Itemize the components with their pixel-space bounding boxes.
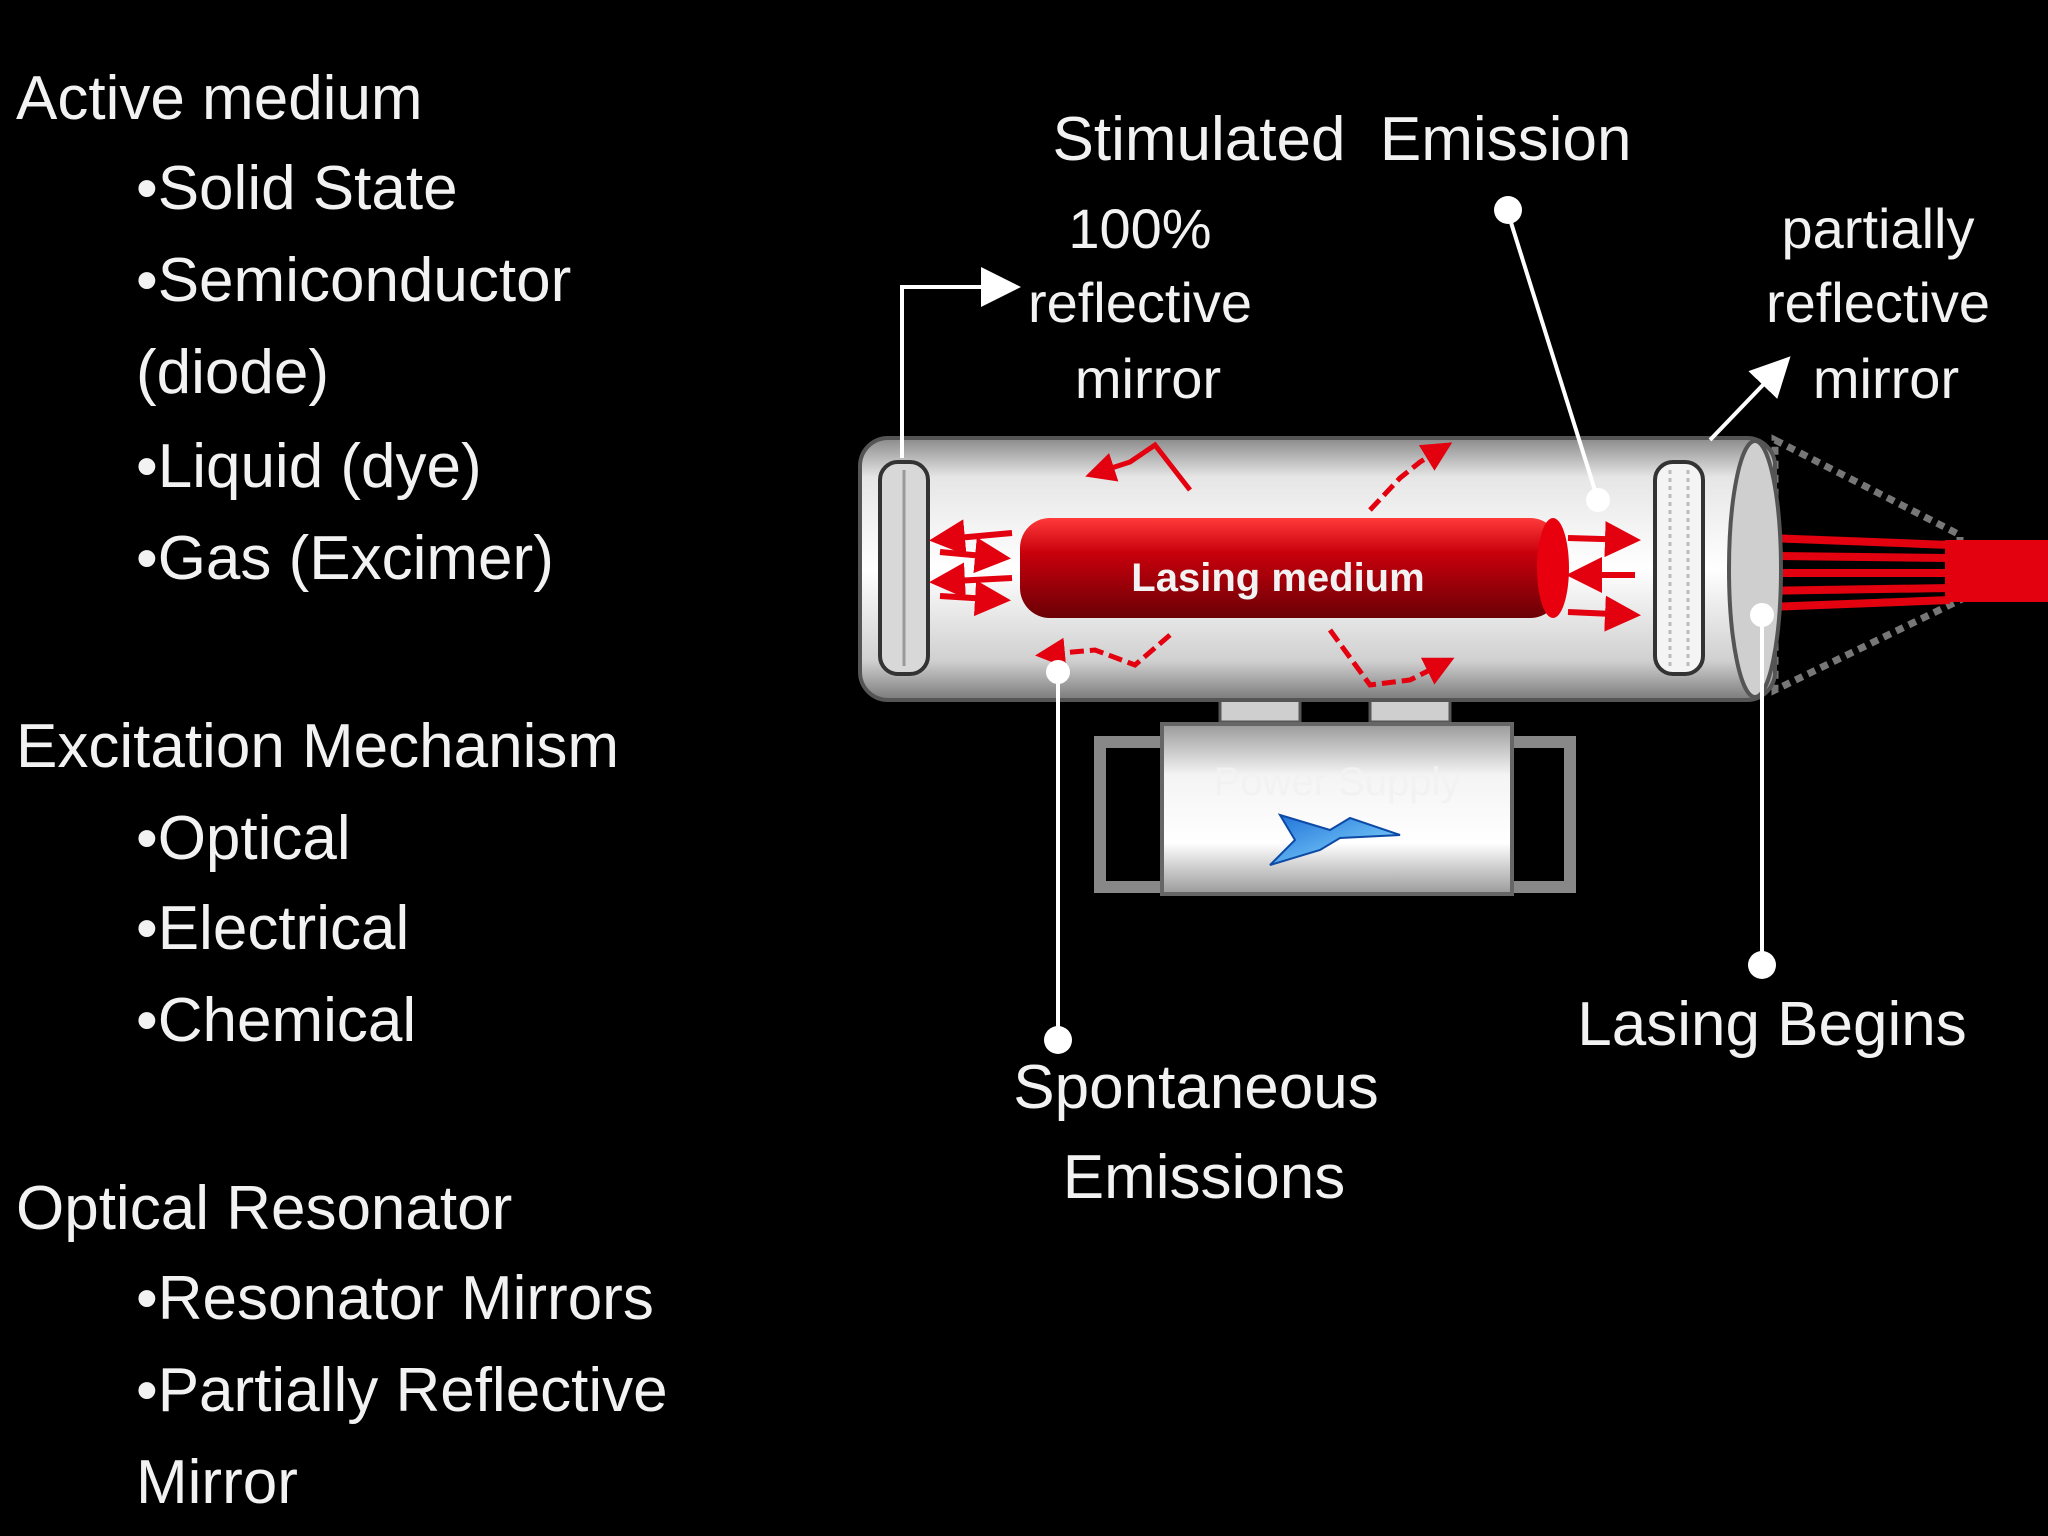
list-item-liquid-dye: •Liquid (dye) <box>136 432 482 501</box>
component-list: Active medium •Solid State •Semiconducto… <box>0 0 800 1536</box>
list-item-resonator-mirrors: •Resonator Mirrors <box>136 1264 654 1333</box>
spontaneous-photon-paths <box>1035 441 1455 688</box>
stimulated-emission-callout <box>1506 212 1600 501</box>
list-item-optical: •Optical <box>136 804 351 873</box>
lasing-begins-label: Lasing Begins <box>1577 990 1967 1059</box>
full-mirror-label-line3: mirror <box>1075 347 1221 410</box>
list-item-electrical: •Electrical <box>136 894 410 963</box>
spontaneous-emissions-label-line2: Emissions <box>1063 1143 1346 1212</box>
heading-excitation-mechanism: Excitation Mechanism <box>16 712 620 781</box>
power-supply-label: Power Supply <box>1214 760 1461 804</box>
full-mirror-label-line2: reflective <box>1028 271 1252 334</box>
list-item-solid-state: •Solid State <box>136 154 458 223</box>
lasing-medium-rod: Lasing medium <box>1020 518 1569 618</box>
stimulated-emission-label: Stimulated Emission <box>1053 105 1632 174</box>
heading-active-medium: Active medium <box>16 64 423 133</box>
callout-dots <box>1044 196 1776 1054</box>
list-item-diode: (diode) <box>136 338 329 407</box>
list-item-chemical: •Chemical <box>136 986 417 1055</box>
heading-optical-resonator: Optical Resonator <box>16 1174 513 1243</box>
partial-reflective-mirror <box>1653 460 1705 676</box>
list-item-semiconductor: •Semiconductor <box>136 246 572 315</box>
list-item-gas-excimer: •Gas (Excimer) <box>136 524 554 593</box>
full-reflective-mirror <box>878 460 930 676</box>
lightning-bolt-icon <box>1269 813 1401 866</box>
partial-mirror-label-line3: mirror <box>1813 347 1959 410</box>
list-item-mirror: Mirror <box>136 1448 298 1517</box>
list-item-partially-reflective: •Partially Reflective <box>136 1356 668 1425</box>
full-mirror-label-line1: 100% <box>1068 197 1211 260</box>
partial-mirror-callout <box>1708 356 1791 442</box>
partial-mirror-label-line1: partially <box>1782 197 1975 260</box>
spontaneous-emissions-label-line1: Spontaneous <box>1013 1053 1378 1122</box>
internal-photon-arrows <box>929 519 1641 632</box>
callout-lines <box>900 212 1791 1040</box>
partial-mirror-label-line2: reflective <box>1766 271 1990 334</box>
lasing-medium-label: Lasing medium <box>1131 556 1424 600</box>
full-mirror-callout <box>900 267 1021 458</box>
power-supply: Power Supply <box>1094 722 1576 896</box>
